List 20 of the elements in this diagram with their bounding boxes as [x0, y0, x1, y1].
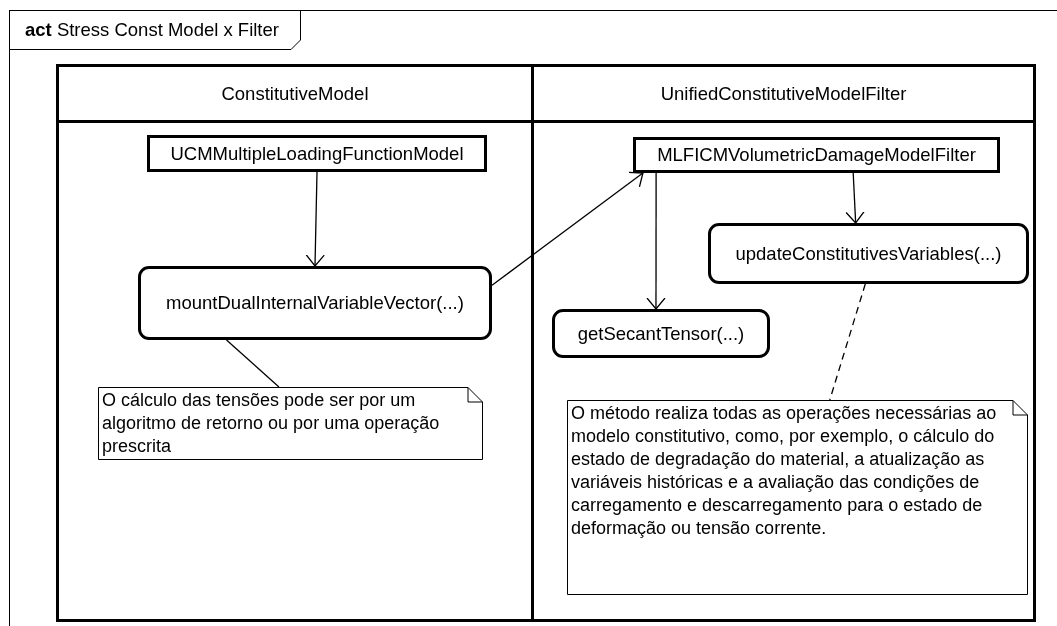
swimlane-header: ConstitutiveModel [59, 67, 531, 123]
swimlane [531, 64, 1036, 622]
action-node: getSecantTensor(...) [552, 309, 770, 358]
note-text: O método realiza todas as operações necessárias ao modelo constitutivo, como, por exemplo, o cálculo do estado de degradação do material, a atualização as variáveis históricas e a avaliação das condições de carregamento e descarregamento para o estado de deformação ou tensão corrente. [571, 402, 998, 540]
arrow [646, 172, 666, 310]
arrow [845, 172, 865, 224]
frame-title: act Stress Const Model x Filter [25, 19, 279, 41]
action-node: updateConstitutivesVariables(...) [708, 223, 1029, 284]
object-node: MLFICMVolumetricDamageModelFilter [633, 137, 1000, 173]
arrow [305, 171, 325, 267]
swimlane-header: UnifiedConstitutiveModelFilter [534, 67, 1033, 123]
action-node: mountDualInternalVariableVector(...) [138, 266, 492, 340]
note [98, 387, 483, 460]
note-text: O cálculo das tensões pode ser por um algoritmo de retorno ou por uma operação prescrita [102, 389, 441, 458]
diagram-frame [9, 10, 1057, 626]
swimlane [56, 64, 534, 622]
note [567, 400, 1028, 595]
object-node: UCMMultipleLoadingFunctionModel [147, 135, 487, 172]
arrow [491, 171, 644, 286]
dashed-connector [829, 283, 866, 401]
